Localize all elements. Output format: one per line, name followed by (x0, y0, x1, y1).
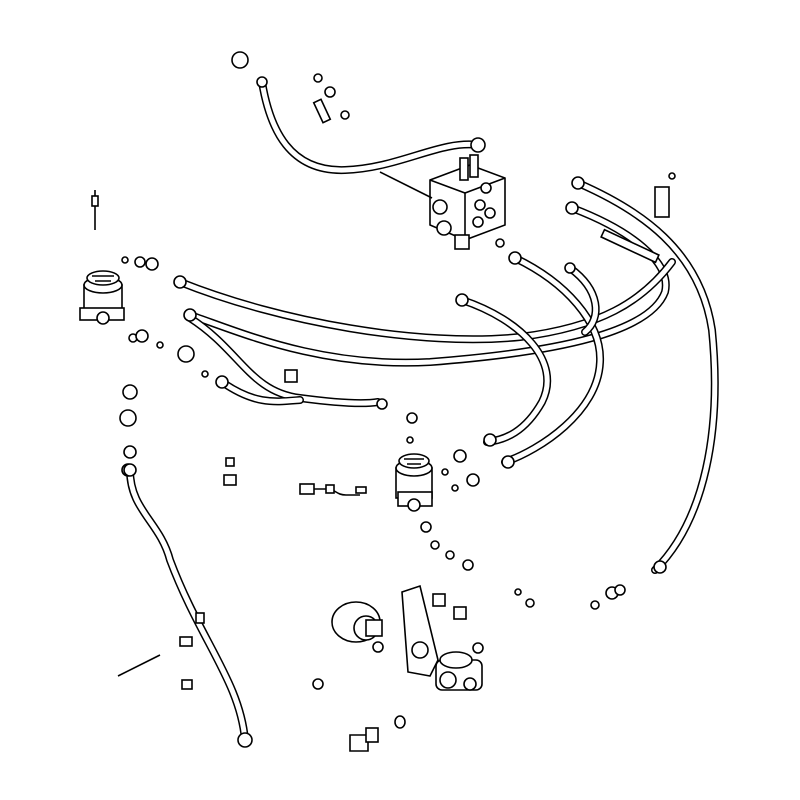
fitting (441, 468, 449, 476)
fitting (231, 51, 249, 69)
fitting (312, 678, 324, 690)
fitting (256, 76, 268, 88)
fitting (455, 293, 469, 307)
cable-tie (117, 654, 161, 677)
fitting (462, 559, 474, 571)
fitting (173, 275, 187, 289)
pump-bracket (401, 584, 467, 677)
hydraulic-motor-center (395, 453, 433, 512)
fitting (123, 445, 137, 459)
elbow-fitting (349, 715, 406, 752)
fitting (376, 398, 388, 410)
fitting (653, 560, 667, 574)
fittings (119, 51, 676, 748)
fitting (313, 73, 323, 83)
hose-clamps (179, 98, 670, 690)
fitting (134, 256, 146, 268)
hose (218, 378, 304, 406)
fitting (372, 641, 384, 653)
fitting (420, 521, 432, 533)
fitting (406, 412, 418, 424)
sensor-cable (299, 483, 367, 496)
fitting (466, 473, 480, 487)
fitting (614, 584, 626, 596)
fitting (445, 550, 455, 560)
fitting (495, 238, 505, 248)
fitting (340, 110, 350, 120)
fitting (406, 436, 414, 444)
hose (501, 254, 605, 466)
fitting (668, 172, 676, 180)
hose (126, 466, 249, 744)
fitting (324, 86, 336, 98)
fitting (501, 455, 515, 469)
fitting (508, 251, 522, 265)
fitting (123, 463, 137, 477)
fitting (145, 257, 159, 271)
fitting (156, 341, 164, 349)
fitting (215, 375, 229, 389)
fitting (201, 370, 209, 378)
control-valve-block (379, 154, 506, 250)
fitting (119, 409, 137, 427)
pump-mount-flange (331, 601, 383, 643)
fitting (451, 484, 459, 492)
fitting (525, 598, 535, 608)
fitting (121, 256, 129, 264)
fitting (122, 384, 138, 400)
fitting (564, 262, 576, 274)
hose (566, 264, 600, 336)
hydraulic-motor-left (79, 270, 125, 325)
fitting (177, 345, 195, 363)
hose (186, 314, 382, 408)
sensor-probe (91, 190, 99, 230)
fitting (571, 176, 585, 190)
fitting (237, 732, 253, 748)
fitting (472, 642, 484, 654)
fitting (565, 201, 579, 215)
fitting (430, 540, 440, 550)
fitting (483, 433, 497, 447)
fitting (470, 137, 486, 153)
hose (574, 179, 719, 574)
fitting (135, 329, 149, 343)
hose (258, 78, 482, 175)
hydraulic-pump (435, 651, 483, 691)
fitting (514, 588, 522, 596)
fitting (183, 308, 197, 322)
hose (176, 258, 676, 344)
fitting (590, 600, 600, 610)
hose (458, 296, 552, 446)
fitting (453, 449, 467, 463)
